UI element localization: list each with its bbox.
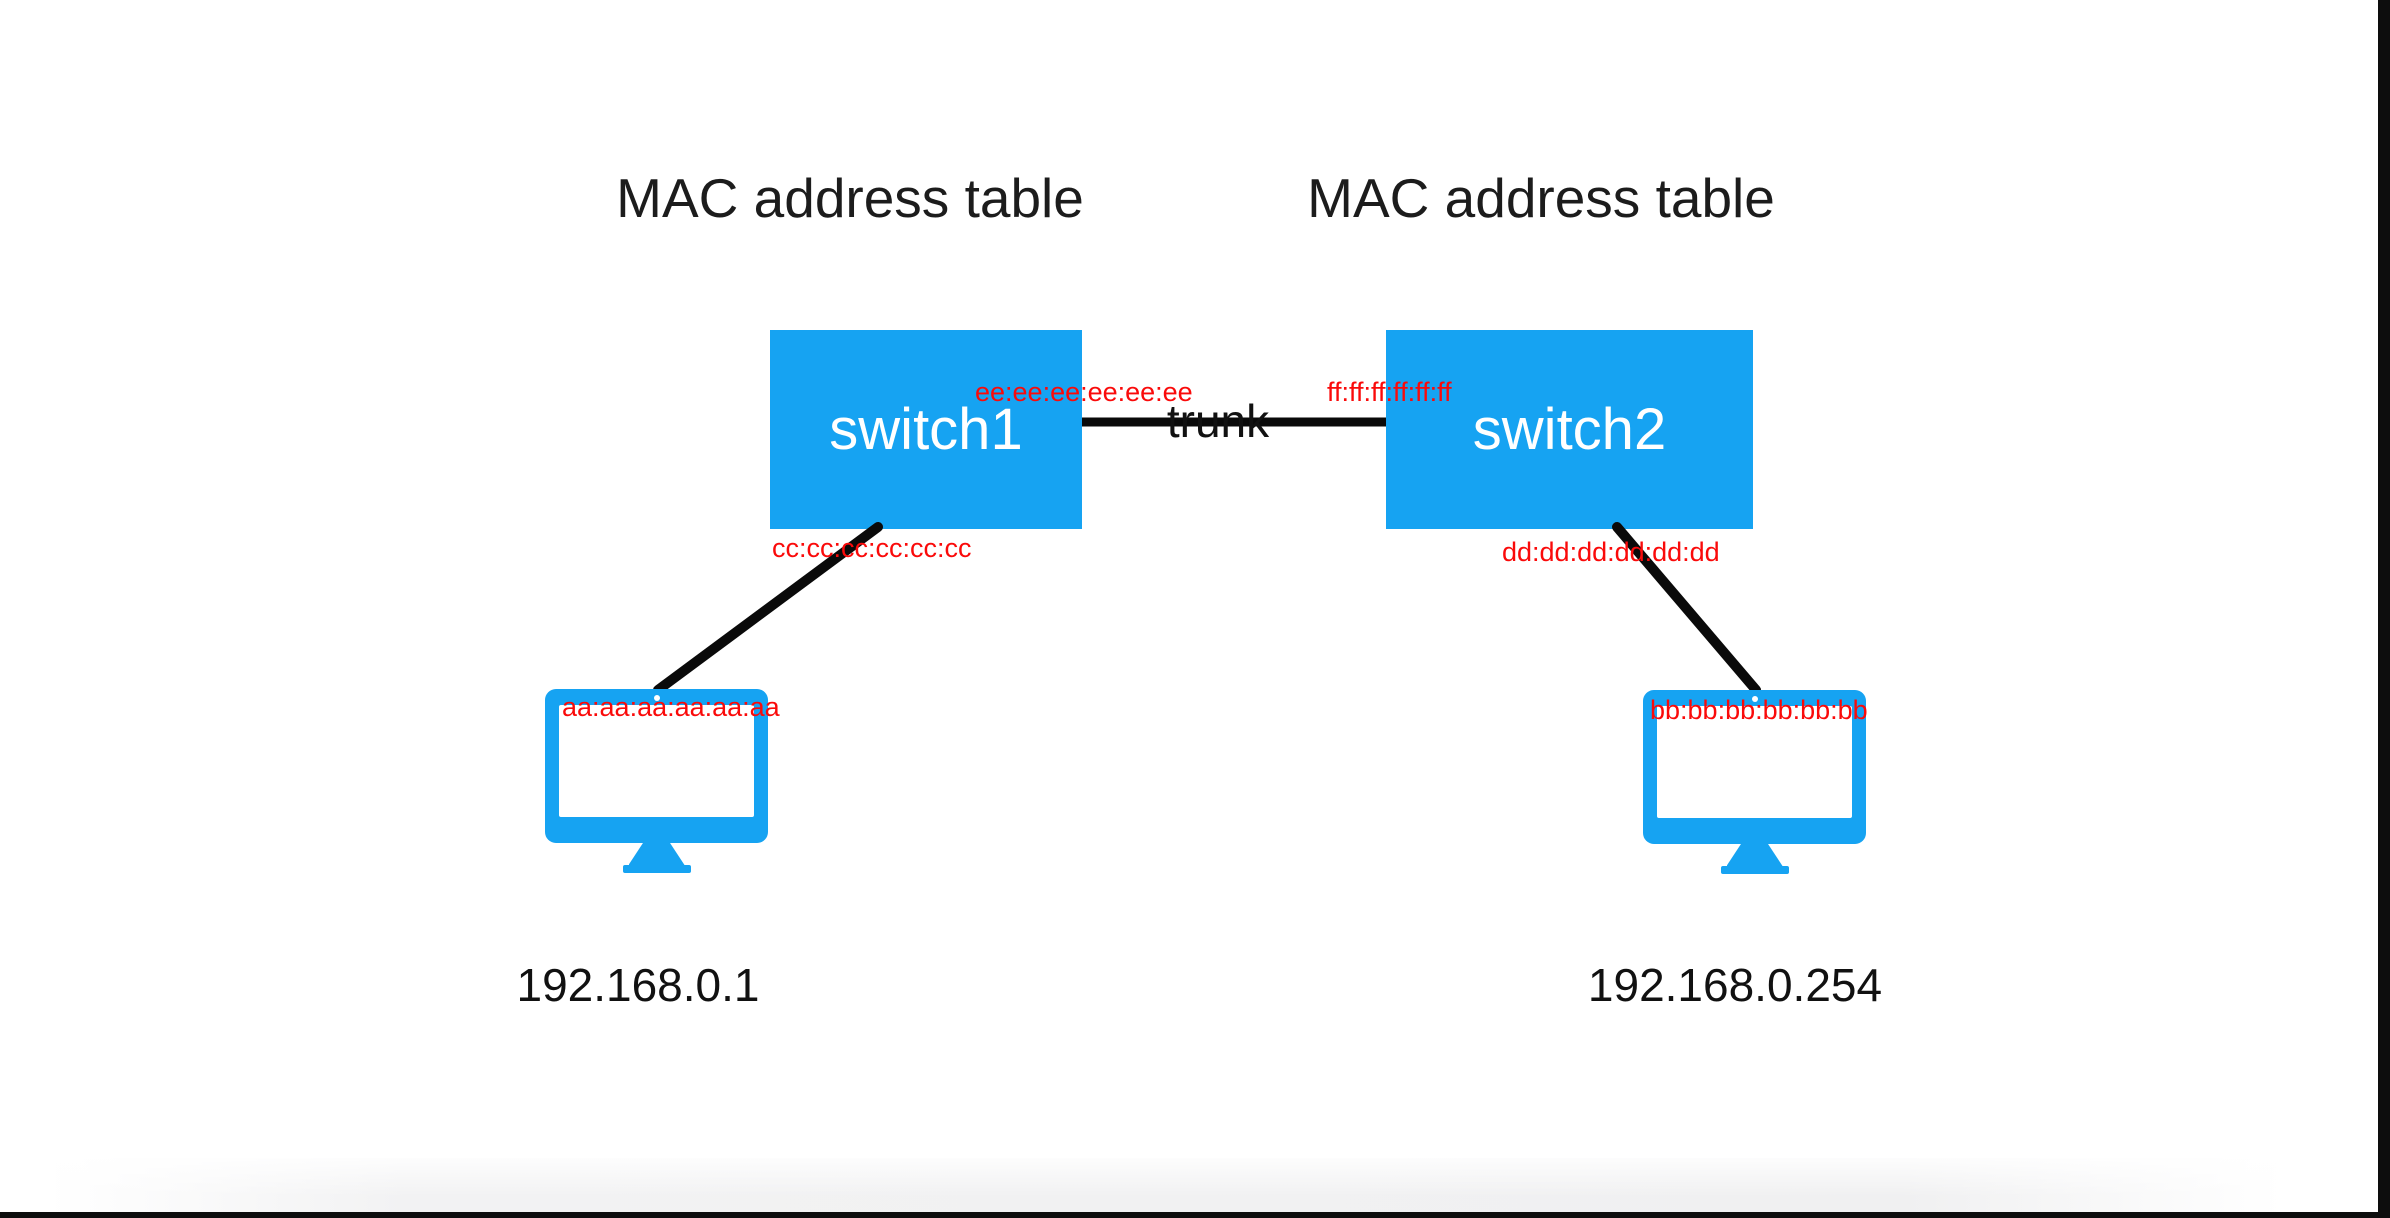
mac-label-switch2-trunk-port: ff:ff:ff:ff:ff:ff <box>1327 377 1452 407</box>
mac-label-host-right: bb:bb:bb:bb:bb:bb <box>1650 695 1868 725</box>
frame-edge-bottom <box>0 1212 2390 1218</box>
computer-icon-right <box>1643 690 1866 874</box>
mac-address-table-title-right: MAC address table <box>1307 167 1775 229</box>
host-left-ip-label: 192.168.0.1 <box>516 959 760 1011</box>
mac-label-switch2-access-port: dd:dd:dd:dd:dd:dd <box>1502 537 1720 567</box>
monitor-camera-dot <box>1751 696 1758 702</box>
mac-label-switch1-trunk-port: ee:ee:ee:ee:ee:ee <box>975 377 1193 407</box>
switch2-host-link-line <box>1612 522 1761 695</box>
monitor-stand <box>628 842 685 865</box>
switch2-label: switch2 <box>1472 397 1667 462</box>
switch2-node: switch2 <box>1386 330 1753 529</box>
monitor-body <box>545 689 768 843</box>
mac-label-switch1-access-port: cc:cc:cc:cc:cc:cc <box>772 533 972 563</box>
mac-label-host-left: aa:aa:aa:aa:aa:aa <box>562 692 780 722</box>
mac-address-table-title-left: MAC address table <box>616 167 1084 229</box>
monitor-stand <box>1726 843 1783 866</box>
switch1-label: switch1 <box>829 397 1023 462</box>
trunk-link-label: trunk <box>1166 395 1270 447</box>
computer-icon-left <box>545 689 768 873</box>
switch1-host-link-line <box>653 522 883 695</box>
slide-bottom-shadow <box>0 1158 2378 1213</box>
monitor-base <box>1720 866 1789 874</box>
frame-edge-right <box>2378 0 2390 1218</box>
monitor-camera-dot <box>653 695 660 701</box>
monitor-screen <box>559 705 754 817</box>
monitor-screen <box>1657 706 1852 818</box>
switch1-node: switch1 <box>770 330 1082 529</box>
host-right-ip-label: 192.168.0.254 <box>1587 959 1883 1011</box>
monitor-body <box>1643 690 1866 844</box>
monitor-base <box>622 865 691 873</box>
